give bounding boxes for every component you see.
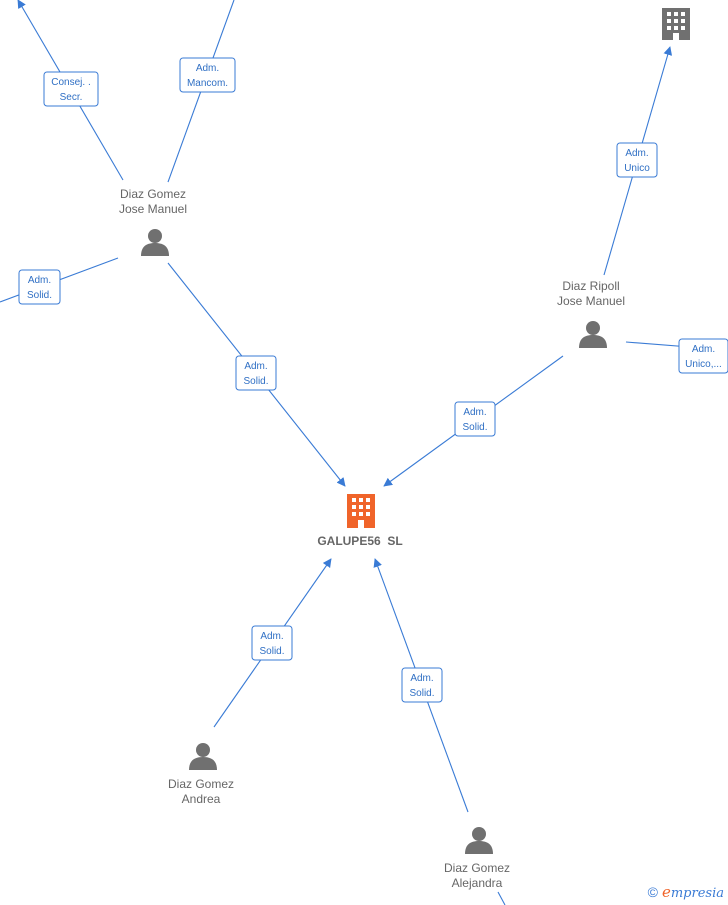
role-adm-solid-left[interactable]: Adm. Solid. bbox=[18, 269, 61, 305]
role-line1: Adm. bbox=[260, 631, 283, 642]
role-line2: Unico,... bbox=[685, 359, 722, 370]
main-building-icon bbox=[347, 494, 375, 528]
copyright-icon: © bbox=[647, 884, 658, 900]
person-name-line1: Diaz Gomez bbox=[120, 187, 186, 201]
role-line2: Solid. bbox=[462, 422, 487, 433]
person-name-line2: Jose Manuel bbox=[119, 202, 187, 216]
person-node-alejandra[interactable]: Diaz Gomez Alejandra bbox=[444, 827, 510, 890]
role-adm-solid-ripoll[interactable]: Adm. Solid. bbox=[454, 401, 496, 437]
person-name-line1: Diaz Gomez bbox=[444, 861, 510, 875]
role-line1: Adm. bbox=[463, 407, 486, 418]
brand-name: mpresia bbox=[670, 886, 724, 901]
role-line1: Adm. bbox=[692, 344, 715, 355]
person-name-line1: Diaz Gomez bbox=[168, 777, 234, 791]
role-line1: Adm. bbox=[244, 361, 267, 372]
person-icon bbox=[465, 827, 493, 854]
main-company-name: GALUPE56 SL bbox=[317, 534, 402, 548]
role-line2: Solid. bbox=[409, 688, 434, 699]
brand-watermark: ©empresia bbox=[648, 883, 724, 901]
role-consej-secr[interactable]: Consej. . Secr. bbox=[43, 71, 99, 107]
role-line2: Solid. bbox=[259, 646, 284, 657]
person-node-jose-manuel-gomez[interactable]: Diaz Gomez Jose Manuel bbox=[119, 187, 187, 256]
company-building-icon[interactable] bbox=[662, 8, 690, 40]
brand-initial: e bbox=[661, 883, 671, 901]
role-line1: Adm. bbox=[196, 63, 219, 74]
role-line2: Unico bbox=[624, 163, 650, 174]
role-line1: Adm. bbox=[625, 148, 648, 159]
role-adm-solid-alejandra[interactable]: Adm. Solid. bbox=[401, 667, 443, 703]
person-icon bbox=[141, 229, 169, 256]
person-name-line1: Diaz Ripoll bbox=[562, 279, 619, 293]
role-adm-mancom[interactable]: Adm. Mancom. bbox=[179, 57, 236, 93]
role-adm-solid-andrea[interactable]: Adm. Solid. bbox=[251, 625, 293, 661]
role-line2: Mancom. bbox=[187, 78, 228, 89]
role-line2: Solid. bbox=[27, 290, 52, 301]
role-adm-unico-ellipsis[interactable]: Adm. Unico,... bbox=[678, 338, 728, 374]
role-line2: Secr. bbox=[60, 92, 83, 103]
role-line1: Adm. bbox=[410, 673, 433, 684]
person-name-line2: Alejandra bbox=[452, 876, 503, 890]
edge-alejandra-down bbox=[497, 891, 506, 905]
role-line1: Adm. bbox=[28, 275, 51, 286]
role-adm-solid-gomez[interactable]: Adm. Solid. bbox=[235, 355, 277, 391]
role-line1: Consej. . bbox=[51, 77, 90, 88]
person-name-line2: Jose Manuel bbox=[557, 294, 625, 308]
person-node-jose-manuel-ripoll[interactable]: Diaz Ripoll Jose Manuel bbox=[557, 279, 625, 348]
person-name-line2: Andrea bbox=[182, 792, 221, 806]
person-icon bbox=[189, 743, 217, 770]
role-adm-unico[interactable]: Adm. Unico bbox=[616, 142, 658, 178]
person-node-andrea[interactable]: Diaz Gomez Andrea bbox=[168, 743, 234, 806]
main-company-node[interactable]: GALUPE56 SL bbox=[317, 494, 403, 548]
person-icon bbox=[579, 321, 607, 348]
role-line2: Solid. bbox=[243, 376, 268, 387]
